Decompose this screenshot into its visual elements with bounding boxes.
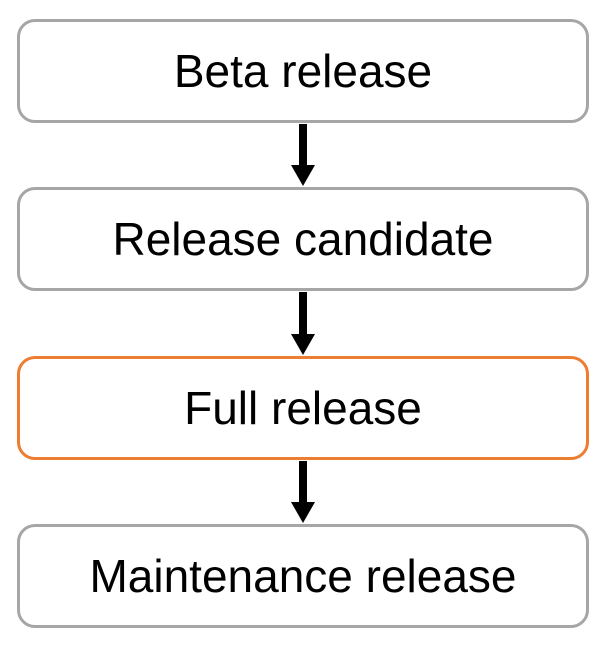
flow-arrow-down-icon xyxy=(290,461,316,523)
node-label: Full release xyxy=(184,382,422,434)
node-beta-release: Beta release xyxy=(17,19,589,123)
node-label: Release candidate xyxy=(112,213,494,265)
flow-arrow-down-icon xyxy=(290,124,316,186)
node-label: Beta release xyxy=(173,45,433,97)
node-full-release: Full release xyxy=(17,356,589,460)
node-maintenance-release: Maintenance release xyxy=(17,524,589,628)
flow-arrow-down-icon xyxy=(290,292,316,355)
node-release-candidate: Release candidate xyxy=(17,187,589,291)
node-label: Maintenance release xyxy=(89,550,517,602)
